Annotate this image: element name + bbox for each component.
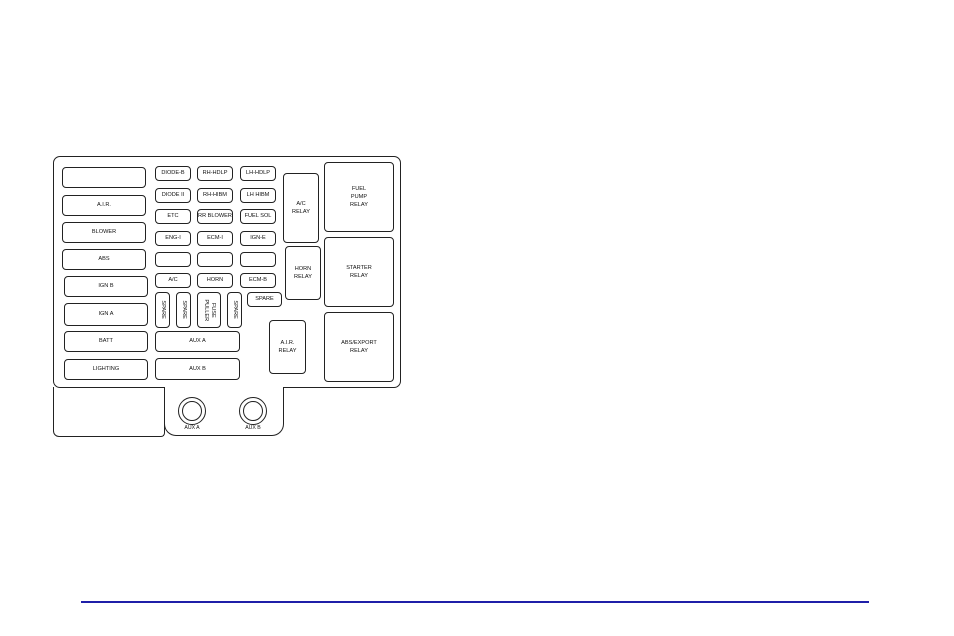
air-relay: A.I.R. RELAY: [269, 320, 306, 374]
fuse-diode-ii: DIODE II: [155, 188, 191, 203]
fuse-lh-hdlp: LH-HDLP: [240, 166, 276, 181]
large-fuse-air: A.I.R.: [62, 195, 146, 216]
vertical-spare-3: SPARE: [227, 292, 242, 328]
fuse-ac: A/C: [155, 273, 191, 288]
fuse-rh-hdlp: RH-HDLP: [197, 166, 233, 181]
large-fuse-blower: BLOWER: [62, 222, 146, 243]
fuse-ecm-i: ECM-I: [197, 231, 233, 246]
fuse-blank-3: [240, 252, 276, 267]
abs-export-relay: ABS/EXPORT RELAY: [324, 312, 394, 382]
vertical-spare-2: SPARE: [176, 292, 191, 328]
large-fuse-lighting: LIGHTING: [64, 359, 148, 380]
fuse-lh-hibm: LH HIBM: [240, 188, 276, 203]
fuse-blank-2: [197, 252, 233, 267]
fuse-blank-1: [155, 252, 191, 267]
horn-relay: HORN RELAY: [285, 246, 321, 300]
fuse-rh-hibm: RH-HIBM: [197, 188, 233, 203]
large-fuse-abs: ABS: [62, 249, 146, 270]
large-fuse-ign-b: IGN B: [64, 276, 148, 297]
large-fuse-ign-a: IGN A: [64, 303, 148, 326]
ac-relay: A/C RELAY: [283, 173, 319, 243]
fuse-etc: ETC: [155, 209, 191, 224]
fuse-ecm-b: ECM-B: [240, 273, 276, 288]
aux-b-connector: [239, 397, 267, 425]
aux-a-connector: [178, 397, 206, 425]
starter-relay: STARTER RELAY: [324, 237, 394, 307]
footer-rule: [81, 601, 869, 603]
fuse-block-lower-section: [53, 387, 165, 437]
large-fuse-batt: BATT: [64, 331, 148, 352]
fuse-rr-blower: RR BLOWER: [197, 209, 233, 224]
large-fuse-blank: [62, 167, 146, 188]
aux-a-fuse: AUX A: [155, 331, 240, 352]
vertical-spare-1: SPARE: [155, 292, 170, 328]
fuse-ign-e: IGN-E: [240, 231, 276, 246]
aux-b-fuse: AUX B: [155, 358, 240, 380]
aux-b-connector-label: AUX B: [245, 425, 261, 431]
spare-small: SPARE: [247, 292, 282, 307]
fuel-pump-relay: FUEL PUMP RELAY: [324, 162, 394, 232]
fuse-eng-i: ENG-I: [155, 231, 191, 246]
fuse-diode-b: DIODE-B: [155, 166, 191, 181]
fuse-horn: HORN: [197, 273, 233, 288]
aux-a-connector-label: AUX A: [184, 425, 200, 431]
fuse-puller: FUSE PULLER: [197, 292, 221, 328]
fuse-fuel-sol: FUEL SOL: [240, 209, 276, 224]
